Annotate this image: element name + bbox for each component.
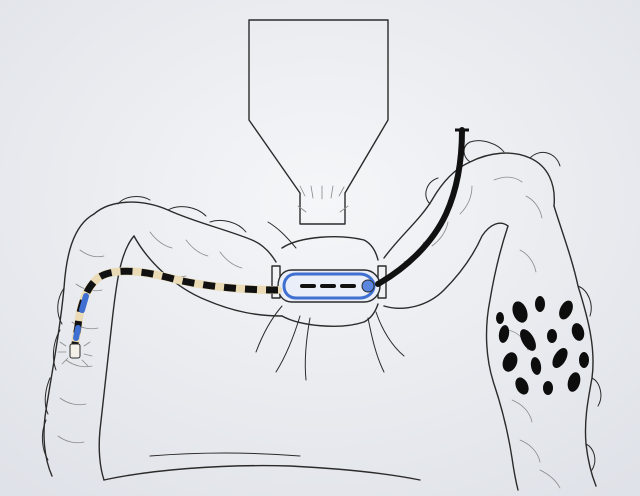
capsule-device-icon bbox=[272, 266, 386, 302]
